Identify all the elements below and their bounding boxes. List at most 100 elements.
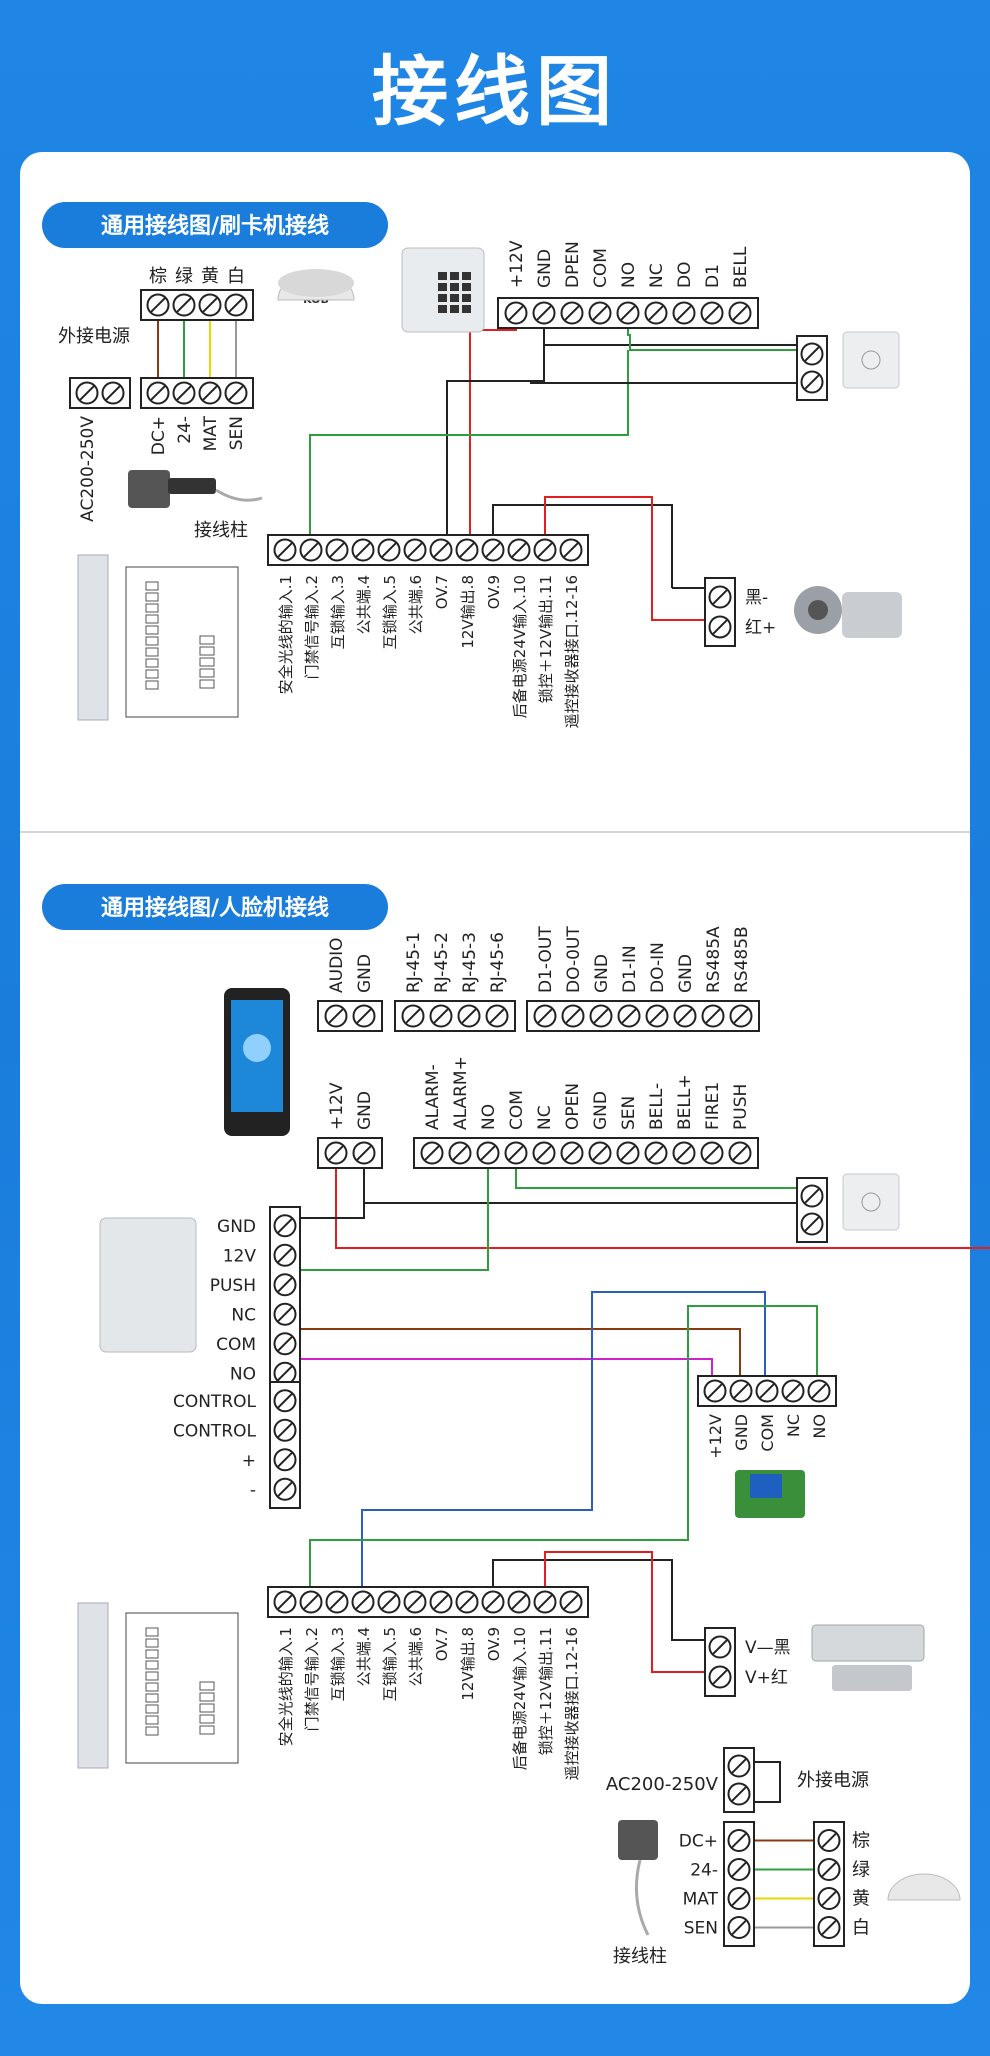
screw-slot <box>707 1383 723 1399</box>
screw-slot <box>459 542 475 558</box>
button-ring-2 <box>861 1192 881 1212</box>
screw-slot <box>461 1008 477 1024</box>
keypad-key <box>450 305 459 313</box>
power-pin-label: GND <box>217 1217 256 1237</box>
magnet-bracket <box>842 592 902 638</box>
pin-label: OV.9 <box>485 575 503 609</box>
pin-label: 门禁信号输入.2 <box>303 1627 321 1731</box>
screw-slot <box>480 1145 496 1161</box>
pin-label: 公共端.4 <box>355 575 373 634</box>
screw-slot <box>485 1594 501 1610</box>
bolt-lock <box>811 1624 925 1662</box>
board-pin <box>145 1671 159 1681</box>
pin-label: BELL+ <box>675 1074 695 1130</box>
screw-slot <box>303 542 319 558</box>
pin-label: COM <box>758 1414 777 1452</box>
screw-slot <box>732 305 748 321</box>
wire-12v-2 <box>335 1168 990 1249</box>
wire-12v <box>467 313 517 536</box>
wire-color-label: 绿 <box>852 1860 870 1881</box>
pin-label: NC <box>784 1414 803 1437</box>
rail-2 <box>77 1602 109 1769</box>
keypad-key <box>450 283 459 291</box>
pin-label: 门禁信号输入.2 <box>303 575 321 679</box>
screw-slot <box>508 305 524 321</box>
screw-slot <box>277 1365 293 1381</box>
external-power-label: 外接电源 <box>58 326 130 347</box>
pin-label: GND <box>535 249 555 288</box>
screw-slot <box>355 1594 371 1610</box>
screw-slot <box>804 374 820 390</box>
post-device <box>128 470 170 508</box>
screw-slot <box>277 1393 293 1409</box>
screw-slot <box>704 305 720 321</box>
section2-banner <box>42 884 388 930</box>
screw-slot <box>759 1383 775 1399</box>
pin-label: 锁控＋12V输出.11 <box>537 1627 555 1755</box>
board-pin <box>145 1693 159 1703</box>
board-pin <box>145 625 159 635</box>
board-pin <box>145 592 159 602</box>
board-pin <box>199 657 215 667</box>
board-pin <box>145 669 159 679</box>
pin-label: RJ-45-3 <box>460 932 480 993</box>
rail <box>77 554 109 721</box>
keypad-key <box>438 294 447 302</box>
wire-lock-red <box>544 496 705 621</box>
wire-com-2 <box>300 1328 741 1376</box>
screw-slot <box>536 305 552 321</box>
screw-slot <box>537 1594 553 1610</box>
screw-slot <box>704 1145 720 1161</box>
face-icon <box>243 1034 271 1062</box>
wire-color-label: 白 <box>852 1918 870 1939</box>
screw-slot <box>732 1145 748 1161</box>
pin-label: GND <box>676 954 696 993</box>
screw-slot <box>329 1594 345 1610</box>
keypad-key <box>438 305 447 313</box>
screw-slot <box>731 1758 747 1774</box>
screw-slot <box>407 1594 423 1610</box>
board-pin <box>199 1714 215 1724</box>
screw-slot <box>329 542 345 558</box>
post-cable <box>215 488 263 502</box>
screw-slot <box>433 1594 449 1610</box>
board-pin <box>199 1681 215 1691</box>
screw-slot <box>785 1383 801 1399</box>
screw-slot <box>731 1786 747 1802</box>
screw-slot <box>705 1008 721 1024</box>
screw-slot <box>565 1008 581 1024</box>
screw-slot <box>150 385 166 401</box>
board-pin <box>145 614 159 624</box>
screw-slot <box>593 1008 609 1024</box>
screw-slot <box>105 385 121 401</box>
pin-label: DO-IN <box>648 942 668 993</box>
screw-slot <box>536 1145 552 1161</box>
wire-lock2-black <box>492 1559 705 1641</box>
screw-slot <box>731 1832 747 1849</box>
pin-label: NO <box>479 1104 499 1130</box>
post-cable-2 <box>634 1859 650 1936</box>
screw-slot <box>277 542 293 558</box>
power-terminal-main <box>269 1206 301 1393</box>
screw-slot <box>433 1008 449 1024</box>
board-pin <box>145 1704 159 1714</box>
screw-slot <box>712 1669 728 1685</box>
wire-no-2 <box>515 1168 797 1189</box>
screw-slot <box>356 1008 372 1024</box>
pin-label: 12V输出.8 <box>459 1627 477 1701</box>
screw-slot <box>712 589 728 605</box>
screw-slot <box>733 1383 749 1399</box>
wire-no-relay <box>309 1305 818 1587</box>
pin-label: RS485B <box>732 926 752 993</box>
screw-slot <box>459 1594 475 1610</box>
screw-slot <box>537 1008 553 1024</box>
lock-pin-label: 红+ <box>745 618 776 638</box>
screw-slot <box>355 542 371 558</box>
screw-slot <box>563 542 579 558</box>
pin-label: NO <box>619 262 639 288</box>
pin-label: RJ-45-6 <box>488 932 508 993</box>
section2-title: 通用接线图/人脸机接线 <box>101 895 329 921</box>
screw-slot <box>176 297 192 313</box>
screw-slot <box>731 1890 747 1907</box>
